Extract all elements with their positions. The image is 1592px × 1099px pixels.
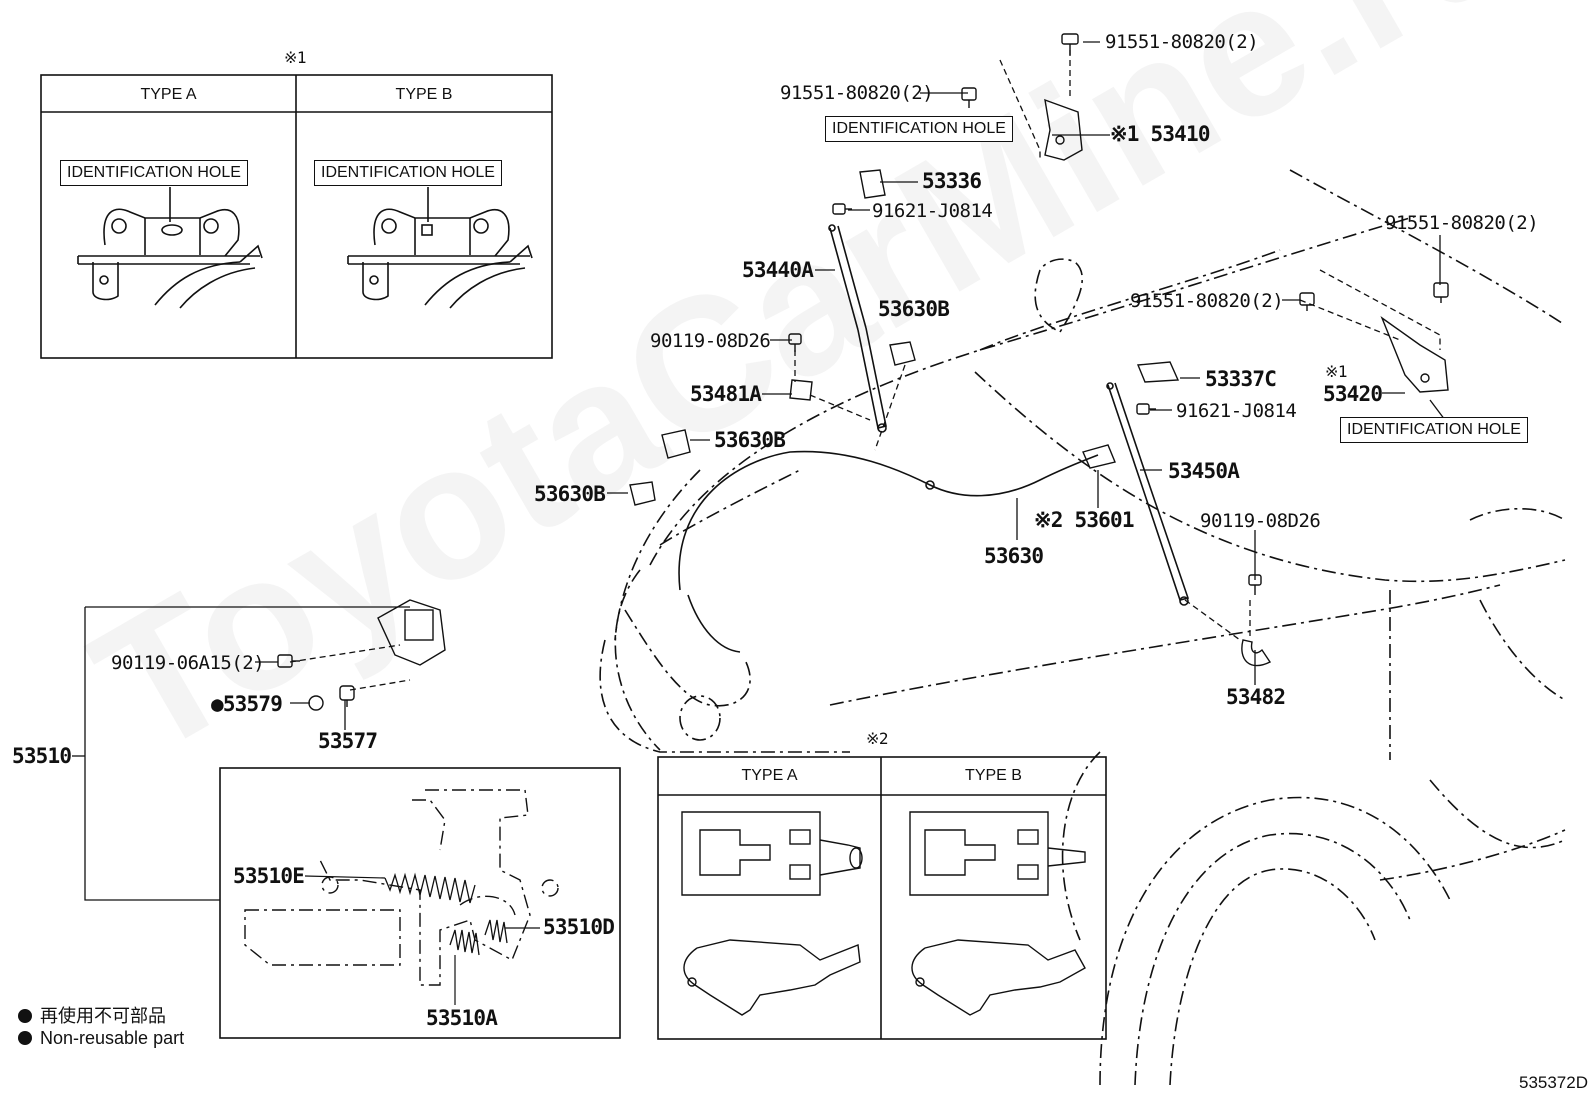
filled-dot-icon bbox=[18, 1031, 32, 1045]
inset1-type-a-header: TYPE A bbox=[140, 86, 197, 103]
callout-53510e[interactable]: 53510E bbox=[233, 864, 305, 888]
inset1-type-b-header: TYPE B bbox=[395, 86, 453, 103]
callout-53510[interactable]: 53510 bbox=[12, 744, 72, 768]
release-cable-53630 bbox=[678, 450, 1099, 653]
callout-90119-06a15[interactable]: 90119-06A15(2) bbox=[111, 652, 265, 674]
bracket-53337c bbox=[1136, 361, 1180, 383]
callout-identification-hole-right: IDENTIFICATION HOLE bbox=[1340, 417, 1528, 443]
inset2-mark: ※2 bbox=[866, 729, 889, 748]
callout-53336[interactable]: 53336 bbox=[922, 169, 982, 193]
bolt-91621-b bbox=[1136, 403, 1156, 415]
bumper-53577 bbox=[339, 685, 355, 707]
callout-53410[interactable]: ※1 53410 bbox=[1110, 122, 1211, 146]
clip-53482 bbox=[1241, 639, 1272, 667]
filled-dot-icon bbox=[18, 1009, 32, 1023]
callout-53630b-a[interactable]: 53630B bbox=[878, 297, 950, 321]
cable-end-53601 bbox=[1082, 444, 1116, 469]
springs bbox=[384, 872, 508, 956]
bolt-90119-06a15 bbox=[277, 654, 300, 668]
clip-53630b-c bbox=[629, 481, 656, 506]
callout-53450a[interactable]: 53450A bbox=[1168, 459, 1240, 483]
inset1-frame bbox=[40, 74, 553, 359]
callout-91551-top[interactable]: 91551-80820(2) bbox=[1105, 31, 1259, 53]
bolt-top bbox=[1061, 33, 1079, 55]
hinge-53420 bbox=[1380, 316, 1449, 393]
callout-53337c[interactable]: 53337C bbox=[1205, 367, 1277, 391]
car-body-outline bbox=[599, 169, 1566, 941]
clip-53630b-a bbox=[889, 341, 916, 366]
callout-53481a[interactable]: 53481A bbox=[690, 382, 762, 406]
seal-53579 bbox=[308, 695, 324, 711]
inset1-type-a-hole-label: IDENTIFICATION HOLE bbox=[60, 160, 248, 186]
callout-53579[interactable]: ●53579 bbox=[211, 692, 283, 716]
wheel-arch bbox=[1099, 796, 1451, 1086]
callout-91551-left[interactable]: 91551-80820(2) bbox=[780, 82, 934, 104]
inset2-frame bbox=[657, 756, 1107, 1040]
callout-90119-08d26-b[interactable]: 90119-08D26 bbox=[1200, 510, 1321, 532]
callout-53630b-b[interactable]: 53630B bbox=[714, 428, 786, 452]
callout-53440a[interactable]: 53440A bbox=[742, 258, 814, 282]
hinge-type-a-drawing bbox=[77, 187, 263, 309]
inset1-type-b-hole-label: IDENTIFICATION HOLE bbox=[314, 160, 502, 186]
callout-91621-b[interactable]: 91621-J0814 bbox=[1176, 400, 1297, 422]
hinge-type-b-drawing bbox=[347, 187, 533, 309]
hood-stay-53450a bbox=[1106, 382, 1190, 606]
cable-connector-type-b bbox=[909, 811, 1086, 1016]
bolt-90119-b bbox=[1248, 574, 1262, 595]
lock-detail-leaders bbox=[304, 875, 540, 1005]
hinge-53410 bbox=[1044, 98, 1083, 161]
inset2-type-b-header: TYPE B bbox=[965, 767, 1022, 784]
cable-connector-type-a bbox=[681, 811, 863, 1016]
callout-53510a[interactable]: 53510A bbox=[426, 1006, 498, 1030]
lock-detail-frame bbox=[219, 767, 621, 1039]
bolt-left bbox=[961, 87, 977, 108]
callout-53482[interactable]: 53482 bbox=[1226, 685, 1286, 709]
bolt-91621-a bbox=[832, 203, 852, 215]
callout-90119-08d26-a[interactable]: 90119-08D26 bbox=[650, 330, 771, 352]
callout-53601[interactable]: ※2 53601 bbox=[1034, 508, 1135, 532]
inset1-mark: ※1 bbox=[284, 48, 307, 67]
small-parts bbox=[277, 33, 1449, 711]
callout-53630[interactable]: 53630 bbox=[984, 544, 1044, 568]
callout-identification-hole-upper: IDENTIFICATION HOLE bbox=[825, 116, 1013, 142]
bolt-90119-a bbox=[788, 333, 802, 352]
callout-53420[interactable]: 53420 bbox=[1323, 382, 1383, 406]
leader-lines bbox=[72, 41, 1446, 901]
clip-53630b-b bbox=[661, 429, 691, 459]
bolt-right-top bbox=[1433, 282, 1449, 303]
legend-line-2: Non-reusable part bbox=[18, 1028, 184, 1049]
bolt-right-mid bbox=[1299, 292, 1315, 311]
hood-stay-53440a bbox=[828, 224, 887, 433]
callout-91551-right-top[interactable]: 91551-80820(2) bbox=[1385, 212, 1539, 234]
callout-53630b-c[interactable]: 53630B bbox=[534, 482, 606, 506]
hood-lock-assembly bbox=[377, 599, 446, 666]
callout-91621-a[interactable]: 91621-J0814 bbox=[872, 200, 993, 222]
bracket-53481a bbox=[789, 379, 813, 401]
diagram-reference-number: 535372D bbox=[1518, 1073, 1588, 1092]
callout-53577[interactable]: 53577 bbox=[318, 729, 378, 753]
callout-53510d[interactable]: 53510D bbox=[543, 915, 615, 939]
callout-91551-right-mid[interactable]: 91551-80820(2) bbox=[1130, 290, 1284, 312]
callout-53420-mark: ※1 bbox=[1325, 362, 1348, 381]
inset2-type-a-header: TYPE A bbox=[741, 767, 798, 784]
legend-line-1: 再使用不可部品 bbox=[18, 1002, 166, 1028]
bracket-53336 bbox=[859, 169, 886, 199]
